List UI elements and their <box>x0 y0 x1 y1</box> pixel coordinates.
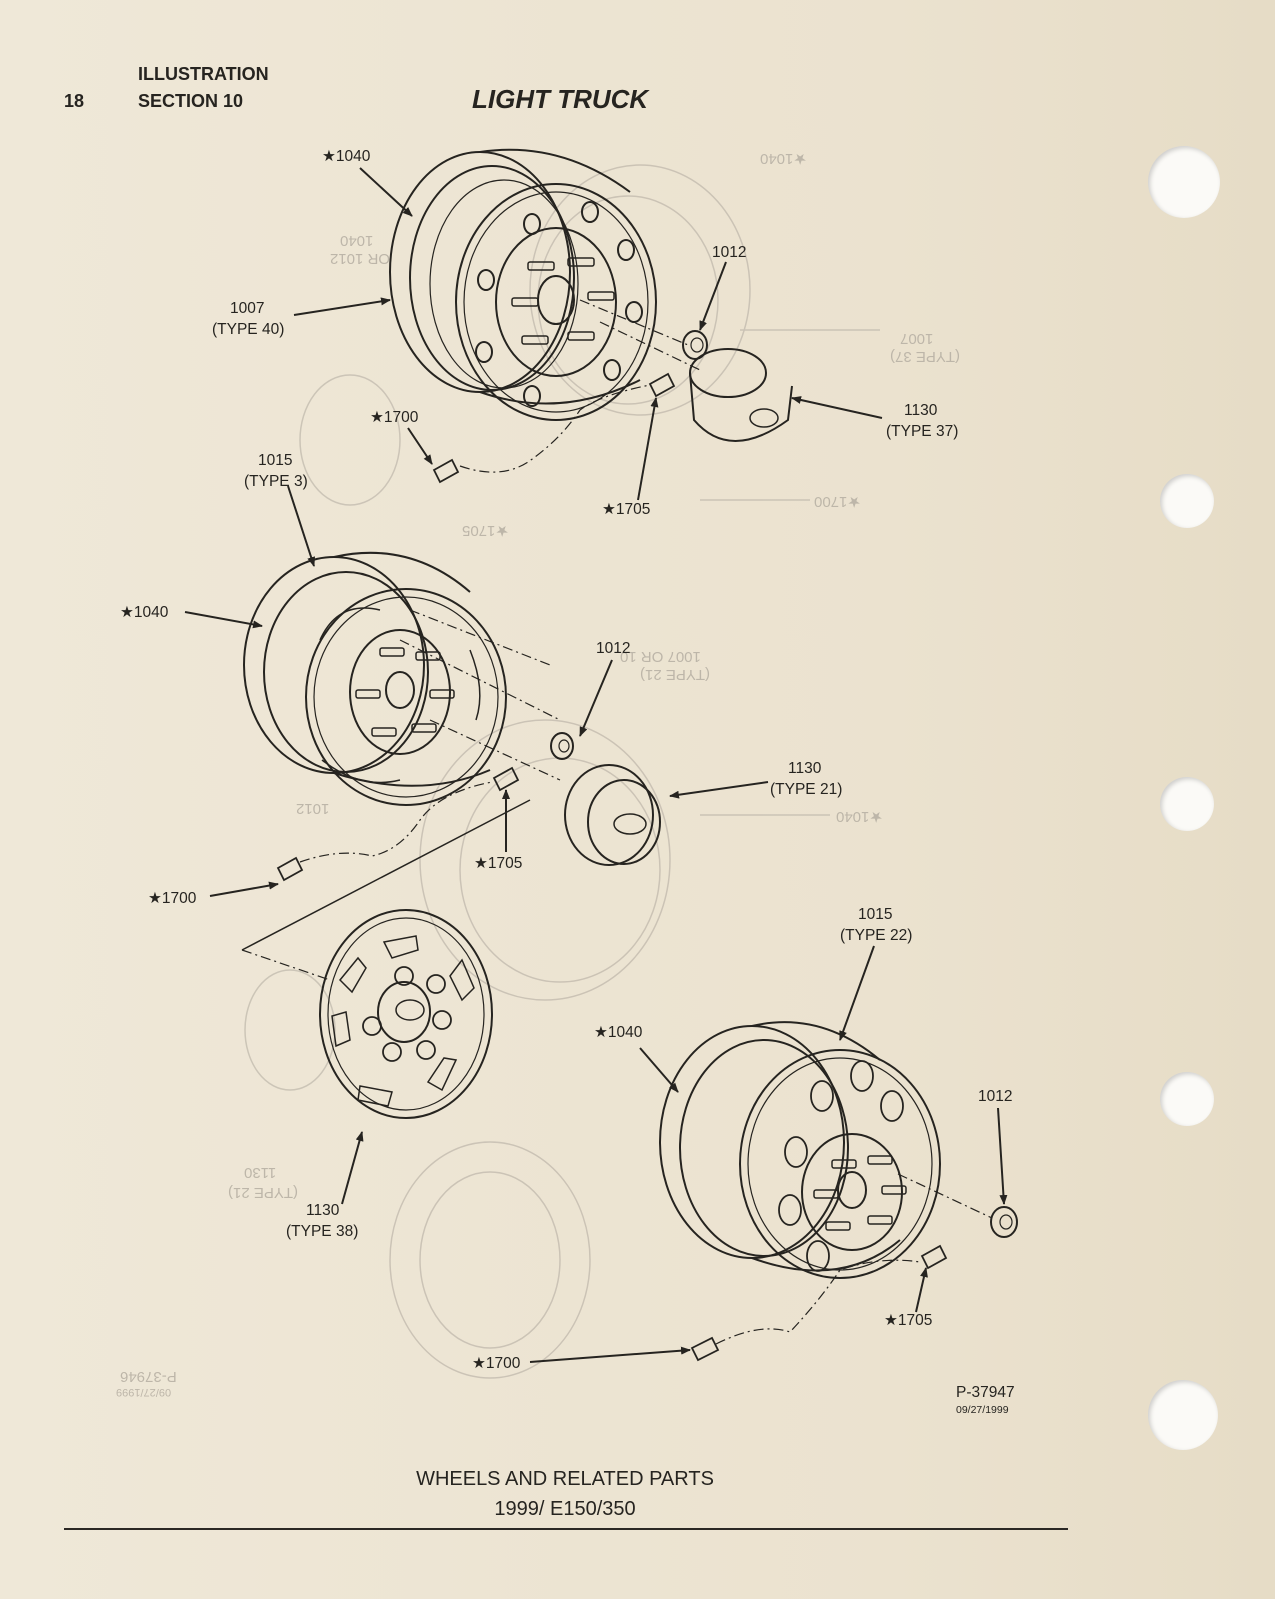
callout-wheel1-1130: 1130 <box>904 402 938 419</box>
callout-wheel3-1705: ★1705 <box>884 1312 933 1329</box>
illustration-heading: ILLUSTRATION <box>138 64 269 84</box>
callout-wheel2-1130: 1130 <box>788 760 822 777</box>
callout-wheel3-1040: ★1040 <box>594 1024 643 1041</box>
binder-hole-3 <box>1160 777 1214 831</box>
binder-hole-4 <box>1160 1072 1214 1126</box>
binder-hole-2 <box>1160 474 1214 528</box>
wheel-type-22 <box>659 1021 1018 1362</box>
page-number: 18 <box>64 91 85 111</box>
footer-model: 1999/ E150/350 <box>494 1498 636 1520</box>
callout-wheel1-1012: 1012 <box>712 244 747 261</box>
binder-hole-1 <box>1148 146 1220 218</box>
callout-cover-1130-type: (TYPE 38) <box>286 1223 359 1240</box>
callout-wheel1-1007-type: (TYPE 40) <box>212 321 285 338</box>
callout-wheel1-1040: ★1040 <box>322 148 371 165</box>
callout-wheel1-1007: 1007 <box>230 300 265 317</box>
document-title: LIGHT TRUCK <box>472 84 649 114</box>
callout-wheel2-1015: 1015 <box>258 452 293 469</box>
callout-wheel2-1700: ★1700 <box>148 890 197 907</box>
callout-cover-1130: 1130 <box>306 1202 340 1219</box>
footer-title: WHEELS AND RELATED PARTS <box>416 1468 714 1490</box>
section-heading: SECTION 10 <box>138 91 244 111</box>
callout-wheel3-1015: 1015 <box>858 906 893 923</box>
binder-hole-5 <box>1148 1380 1218 1450</box>
callout-wheel2-1705: ★1705 <box>474 855 523 872</box>
figure-date: 09/27/1999 <box>956 1404 1009 1416</box>
callout-wheel1-1130-type: (TYPE 37) <box>886 423 959 440</box>
callout-wheel3-1700: ★1700 <box>472 1355 521 1372</box>
callout-wheel1-1705: ★1705 <box>602 501 651 518</box>
callout-wheel2-1130-type: (TYPE 21) <box>770 781 843 798</box>
wheel-cover-type-38 <box>319 909 493 1119</box>
callout-wheel3-1015-type: (TYPE 22) <box>840 927 913 944</box>
callout-wheel2-1015-type: (TYPE 3) <box>244 473 308 490</box>
figure-number: P-37947 <box>956 1384 1015 1401</box>
callout-wheel2-1040: ★1040 <box>120 604 169 621</box>
footer-rule <box>64 1528 1068 1530</box>
callout-wheel2-1012: 1012 <box>596 640 631 657</box>
callout-wheel3-1012: 1012 <box>978 1088 1013 1105</box>
wheel-type-40 <box>389 148 793 484</box>
callout-wheel1-1700: ★1700 <box>370 409 419 426</box>
wheel-type-3 <box>241 551 661 981</box>
